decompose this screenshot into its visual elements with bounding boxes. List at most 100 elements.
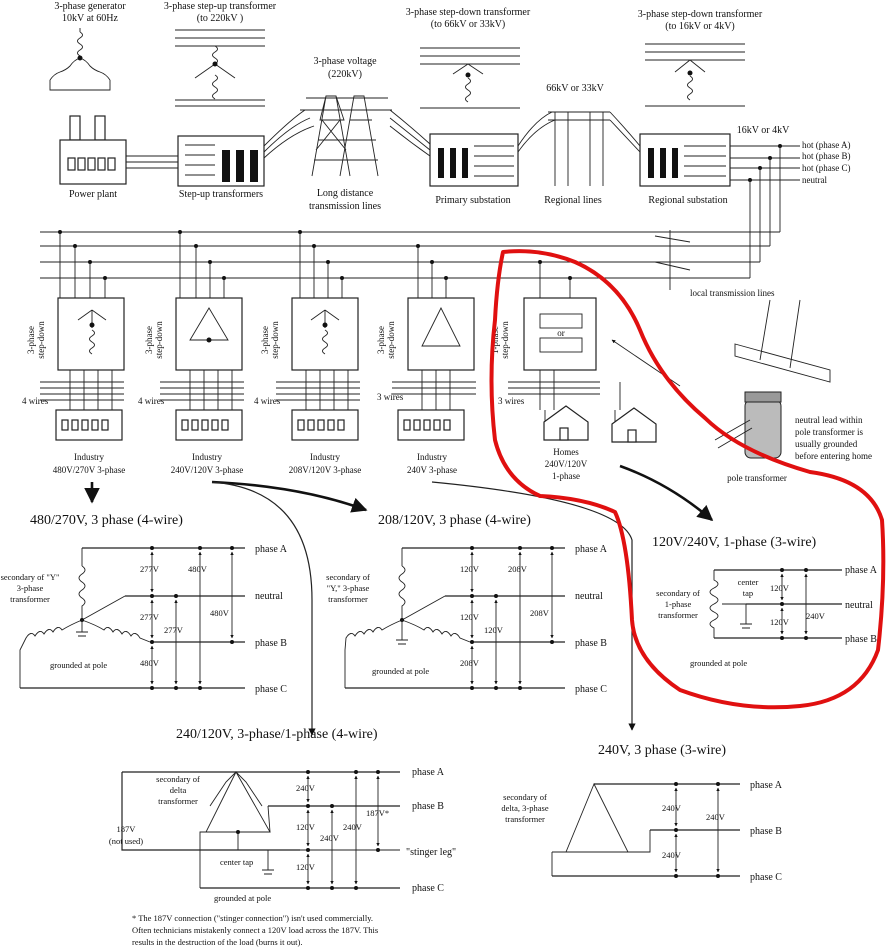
d208-phase-b: phase B [575,638,607,649]
d240-1-phase-c: phase C [412,883,444,894]
d240-title: 240V, 3 phase (3-wire) [598,743,726,758]
stepup-transformer-icon [175,29,265,107]
stepdown2-label-1: 3-phase step-down transformer [638,9,763,20]
d240-1-v1: 240V [296,783,316,793]
diagram-240-3phase: 240V, 3 phase (3-wire) secondary of delt… [501,743,782,883]
d480-phase-b: phase B [255,638,287,649]
top-section: 3-phase generator 10kV at 60Hz 3-phase s… [40,1,851,298]
d208-grounded: grounded at pole [372,666,429,676]
kv66-label: 66kV or 33kV [546,83,604,94]
industry-label-3: Industry [310,452,340,462]
d240-1-grounded: grounded at pole [214,893,271,903]
stepup-label-1: 3-phase step-up transformer [164,1,277,12]
d240-1-secondary-2: delta [170,785,187,795]
d240-1-v6: 120V [296,862,316,872]
stepdown-rot-5b: step-down [500,321,510,359]
d208-v1: 120V [460,564,480,574]
d480-v4: 277V [140,612,160,622]
homes-label-3: 1-phase [552,471,580,481]
d480-v1: 277V [140,564,160,574]
generator-label-1: 3-phase generator [54,1,126,12]
d480-phase-a: phase A [255,544,288,555]
d208-v6: 208V [460,658,480,668]
d208-title: 208/120V, 3 phase (4-wire) [378,513,531,528]
d240-1-stinger: "stinger leg" [406,847,456,858]
d120-secondary-3: transformer [658,610,698,620]
generator-label-2: 10kV at 60Hz [62,13,118,24]
d208-phase-c: phase C [575,684,607,695]
stepdown-rot-2a: 3-phase [144,326,154,354]
stepdown-rot-4a: 3-phase [376,326,386,354]
house-icon [543,405,657,443]
d240-1-187-1: 187V [117,824,137,834]
d120-v2: 120V [770,617,790,627]
middle-section: 3-phase step-down 4 wires Industry 480V/… [22,230,872,736]
neutral-note-4: before entering home [795,451,872,461]
d240-1-v2: 120V [296,822,316,832]
highlight-outline [489,249,886,710]
d120-phase-a: phase A [845,565,878,576]
industry-voltage-4: 240V 3-phase [407,465,457,475]
d480-v3: 480V [210,608,230,618]
stepdown1-label-2: (to 66kV or 33kV) [431,19,506,30]
d480-secondary-2: 3-phase [17,583,44,593]
stepdown-rot-2b: step-down [154,321,164,359]
homes-label-1: Homes [553,447,579,457]
neutral-note-3: usually grounded [795,439,858,449]
industry-label-2: Industry [192,452,222,462]
d208-v5: 120V [484,625,504,635]
stepdown2-label-2: (to 16kV or 4kV) [665,21,735,32]
hot-b-label: hot (phase B) [802,151,851,161]
stepdown-rot-1a: 3-phase [26,326,36,354]
footnote-3: results in the destruction of the load (… [132,937,302,947]
d480-grounded: grounded at pole [50,660,107,670]
power-plant-label: Power plant [69,189,117,200]
industry-voltage-1: 480V/270V 3-phase [53,465,126,475]
substation-homes: or [508,260,621,425]
substation-4 [392,244,476,441]
stepdown1-label-1: 3-phase step-down transformer [406,7,531,18]
hot-c-label: hot (phase C) [802,163,851,173]
regional-poles-icon [548,111,610,186]
wires-label-1: 4 wires [22,396,49,406]
generator-coil-icon [49,28,111,91]
stepup-transformers-icon [177,135,265,187]
d240-v3: 240V [662,850,682,860]
d120-v3: 240V [806,611,826,621]
d120-secondary-2: 1-phase [665,599,692,609]
d240-secondary-3: transformer [505,814,545,824]
homes-label-2: 240V/120V [545,459,588,469]
d240-1-v3: 240V [320,833,340,843]
d208-secondary-2: "Y," 3-phase [327,583,370,593]
long-distance-label-1: Long distance [317,188,374,199]
wires-label-3: 4 wires [254,396,281,406]
d240-phase-a: phase A [750,780,783,791]
regional-substation-icon [639,133,731,187]
d240-1-center-tap: center tap [220,857,253,867]
substation-1 [40,230,125,441]
diagram-208-120: 208/120V, 3 phase (4-wire) secondary of … [326,513,608,695]
primary-substation-label: Primary substation [435,195,510,206]
d120-secondary-1: secondary of [656,588,700,598]
stepup-transformers-label: Step-up transformers [179,189,263,200]
stepdown-rot-4b: step-down [386,321,396,359]
substation-3 [276,230,360,441]
d240-phase-b: phase B [750,826,782,837]
d120-center-tap-2: tap [743,588,753,598]
d240-1-v5: 187V* [366,808,389,818]
d480-phase-c: phase C [255,684,287,695]
diagram-240-120-delta: 240/120V, 3-phase/1-phase (4-wire) secon… [109,727,456,947]
footnote-2: Often technicians mistakenly connect a 1… [132,925,378,935]
primary-substation-icon [429,133,519,187]
d240-phase-c: phase C [750,872,782,883]
d480-v6: 480V [140,658,160,668]
d208-secondary-1: secondary of [326,572,370,582]
d480-v2: 480V [188,564,208,574]
d120-title: 120V/240V, 1-phase (3-wire) [652,535,817,550]
d240-v2: 240V [706,812,726,822]
diagram-120-240-1phase: 120V/240V, 1-phase (3-wire) secondary of… [652,535,878,668]
industry-label-1: Industry [74,452,104,462]
d240-1-secondary-1: secondary of [156,774,200,784]
d120-grounded: grounded at pole [690,658,747,668]
